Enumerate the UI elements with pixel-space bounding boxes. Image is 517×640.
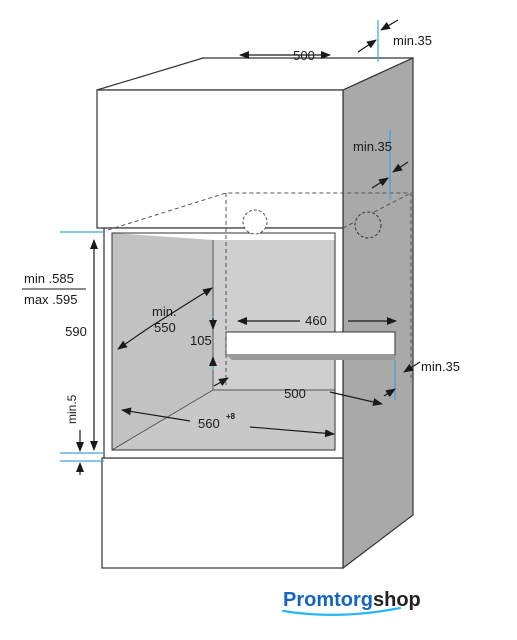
label-top-width: 500 [293,48,315,63]
cabinet-lower-front [101,457,344,569]
brand-logo: Promtorgshop [281,589,421,616]
label-height-min: min .585 [24,271,74,286]
label-top-gap: min.35 [393,33,432,48]
svg-text:Promtorgshop: Promtorgshop [283,589,421,611]
brand-part-2: shop [373,589,421,611]
label-side-gap-lower: min.35 [421,359,460,374]
brand-part-1: Promtorg [283,589,373,611]
ventilation-slot [225,331,396,356]
niche-floor [112,390,335,450]
cabinet-upper-front [96,89,344,229]
label-gap-min5: min.5 [65,394,79,424]
label-height-max: max .595 [24,292,77,307]
cabinet-right-side [342,57,414,570]
oven-outline [107,192,412,385]
brand-underline [281,606,402,616]
oven-fan-front [242,209,268,235]
cabinet [96,57,414,570]
label-front-width-tolerance: +8 [226,412,236,421]
label-front-width: 560 [198,416,220,431]
label-height-590: 590 [65,324,87,339]
label-vent-width: 460 [305,313,327,328]
label-side-gap-upper: min.35 [353,139,392,154]
label-depth-min-value: 550 [154,320,176,335]
label-vent-height: 105 [190,333,212,348]
oven-fan-side [354,211,382,239]
label-depth-min: min. [152,304,177,319]
label-bottom-depth: 500 [284,386,306,401]
niche-left-wall [112,233,213,450]
dimension-arrows [76,19,421,475]
